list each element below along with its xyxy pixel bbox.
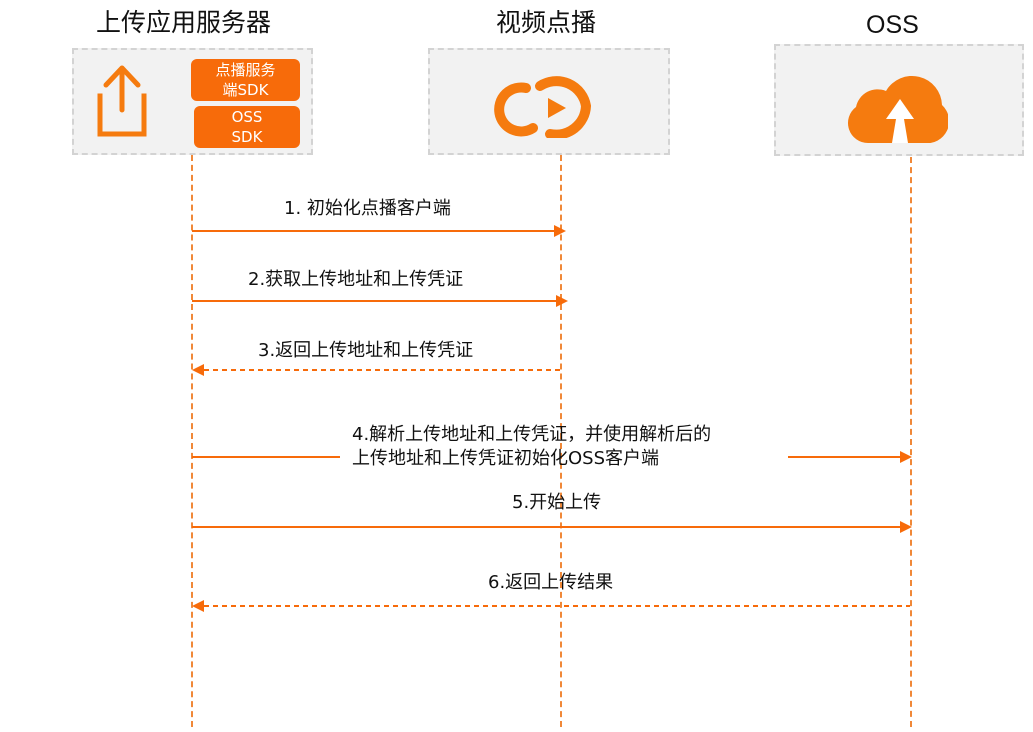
arrow-m3 xyxy=(192,364,560,376)
message-label-4-line2: 上传地址和上传凭证初始化OSS客户端 xyxy=(352,448,660,469)
message-label-1: 1. 初始化点播客户端 xyxy=(284,198,451,219)
message-label-4-line1: 4.解析上传地址和上传凭证，并使用解析后的 xyxy=(352,424,712,445)
upload-icon xyxy=(97,65,147,137)
lifeline-server xyxy=(191,155,193,727)
participant-title-oss: OSS xyxy=(866,11,919,39)
oss-sdk-label-line2: SDK xyxy=(231,128,263,146)
arrow-m6 xyxy=(192,600,910,612)
message-label-4: 4.解析上传地址和上传凭证，并使用解析后的 上传地址和上传凭证初始化OSS客户端 xyxy=(352,423,711,471)
participant-title-server: 上传应用服务器 xyxy=(96,8,272,37)
vod-sdk-label-line1: 点播服务 xyxy=(215,61,276,79)
oss-cloud-upload-icon xyxy=(848,75,948,143)
arrow-m5 xyxy=(192,521,912,533)
oss-sdk-label-line1: OSS xyxy=(231,108,263,126)
vod-sdk-label-line2: 端SDK xyxy=(222,81,269,99)
oss-sdk-badge: OSS SDK xyxy=(194,106,300,148)
arrow-m2 xyxy=(192,295,568,307)
message-label-2: 2.获取上传地址和上传凭证 xyxy=(248,269,464,290)
lifeline-oss xyxy=(910,157,912,727)
message-label-6: 6.返回上传结果 xyxy=(488,572,614,593)
message-label-3: 3.返回上传地址和上传凭证 xyxy=(258,340,474,361)
message-label-5: 5.开始上传 xyxy=(512,492,602,513)
vod-sdk-badge: 点播服务 端SDK xyxy=(191,59,300,101)
arrow-m1 xyxy=(192,225,566,237)
arrow-m4 xyxy=(192,451,912,463)
participant-title-vod: 视频点播 xyxy=(496,8,597,37)
vod-cloud-play-icon xyxy=(494,76,592,138)
lifeline-vod xyxy=(560,155,562,727)
